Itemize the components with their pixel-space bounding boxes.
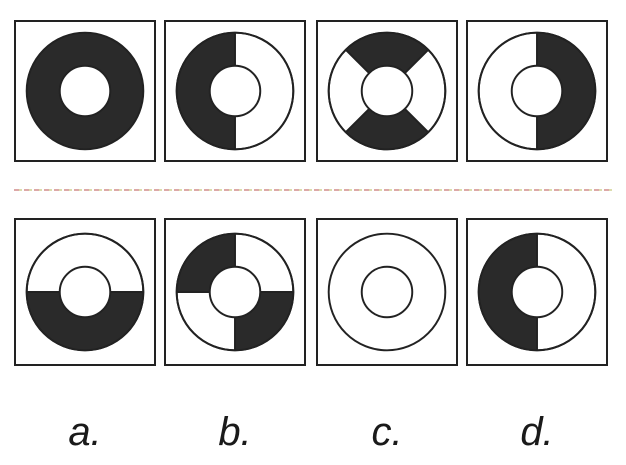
ring-figure-left-half-dark [477,232,597,352]
option-label-d: d. [520,410,554,454]
question-figure-3 [316,20,458,162]
option-label-a: a. [68,410,102,454]
ring-figure-all-white [327,232,447,352]
ring-figure-diagonal-quadrants-dark [175,232,295,352]
ring-figure-right-half-dark [477,31,597,151]
ring-figure-full-dark [25,31,145,151]
option-label-c: c. [371,410,403,454]
answer-figure-a[interactable] [14,218,156,366]
dashed-separator [14,180,612,191]
answer-figure-c[interactable] [316,218,458,366]
ring-figure-top-bottom-dark [327,31,447,151]
answer-figure-b[interactable] [164,218,306,366]
option-label-b: b. [218,410,252,454]
question-figure-1 [14,20,156,162]
ring-figure-bottom-half-dark [25,232,145,352]
question-figure-4 [466,20,608,162]
question-figure-2 [164,20,306,162]
ring-figure-left-half-dark [175,31,295,151]
answer-figure-d[interactable] [466,218,608,366]
